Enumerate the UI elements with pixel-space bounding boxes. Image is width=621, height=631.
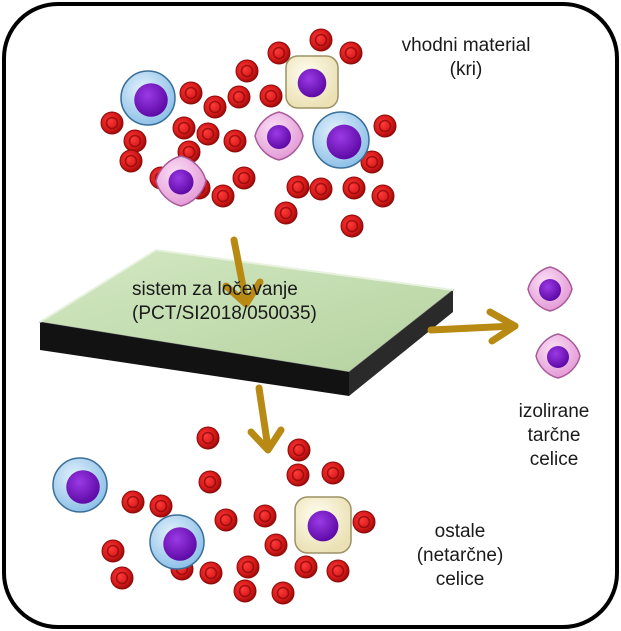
arrow-icon: [427, 308, 519, 345]
red-blood-cell-icon: [110, 566, 134, 590]
arrow-icon: [222, 236, 264, 308]
red-blood-cell-icon: [123, 129, 147, 153]
target-cell-icon: [527, 266, 573, 312]
red-blood-cell-icon: [309, 177, 333, 201]
red-blood-cell-icon: [101, 539, 125, 563]
red-blood-cell-icon: [309, 28, 333, 52]
chip-side-front: [40, 322, 349, 396]
isolated-cells-line3: celice: [529, 449, 579, 470]
red-blood-cell-icon: [259, 84, 283, 108]
white-blood-cell-icon: [312, 111, 370, 169]
red-blood-cell-icon: [340, 214, 364, 238]
other-cells-label: ostale (netarčne) celice: [402, 520, 518, 592]
red-blood-cell-icon: [287, 438, 311, 462]
chip-side-right: [349, 290, 453, 396]
input-material-label: vhodni material (kri): [386, 34, 546, 82]
red-blood-cell-icon: [198, 470, 222, 494]
white-blood-cell-icon: [149, 514, 205, 570]
red-blood-cell-icon: [172, 116, 196, 140]
red-blood-cell-icon: [232, 166, 256, 190]
white-blood-cell-icon: [120, 70, 176, 126]
target-cell-icon: [155, 155, 207, 207]
red-blood-cell-icon: [264, 533, 288, 557]
red-blood-cell-icon: [214, 508, 238, 532]
red-blood-cell-icon: [339, 41, 363, 65]
input-material-line1: vhodni material: [401, 35, 531, 56]
red-blood-cell-icon: [352, 510, 376, 534]
red-blood-cell-icon: [286, 463, 310, 487]
red-blood-cell-icon: [121, 490, 145, 514]
red-blood-cell-icon: [271, 581, 295, 605]
red-blood-cell-icon: [373, 114, 397, 138]
separation-system-line2: (PCT/SI2018/050035): [132, 303, 317, 324]
red-blood-cell-icon: [235, 59, 259, 83]
red-blood-cell-icon: [199, 561, 223, 585]
red-blood-cell-icon: [294, 555, 318, 579]
target-cell-icon: [254, 111, 304, 161]
other-cells-line3: celice: [435, 569, 485, 590]
red-blood-cell-icon: [227, 85, 251, 109]
other-cells-line1: ostale: [434, 521, 486, 542]
red-blood-cell-icon: [100, 111, 124, 135]
red-blood-cell-icon: [342, 176, 366, 200]
red-blood-cell-icon: [196, 122, 220, 146]
red-blood-cell-icon: [274, 201, 298, 225]
separation-system-line1: sistem za ločevanje: [132, 279, 298, 300]
red-blood-cell-icon: [326, 559, 350, 583]
red-blood-cell-icon: [223, 129, 247, 153]
isolated-cells-label: izolirane tarčne celice: [506, 400, 602, 472]
red-blood-cell-icon: [203, 95, 227, 119]
red-blood-cell-icon: [119, 149, 143, 173]
red-blood-cell-icon: [371, 184, 395, 208]
input-material-line2: (kri): [449, 59, 483, 80]
red-blood-cell-icon: [196, 426, 220, 450]
white-blood-cell-icon: [52, 457, 108, 513]
isolated-cells-line1: izolirane: [518, 401, 590, 422]
red-blood-cell-icon: [236, 555, 260, 579]
red-blood-cell-icon: [267, 41, 291, 65]
yellow-cell-icon: [285, 55, 339, 109]
red-blood-cell-icon: [149, 494, 173, 518]
red-blood-cell-icon: [233, 579, 257, 603]
target-cell-icon: [535, 333, 581, 379]
isolated-cells-line2: tarčne: [527, 425, 581, 446]
arrow-icon: [247, 384, 285, 454]
separation-chip: [38, 248, 455, 396]
red-blood-cell-icon: [211, 184, 235, 208]
yellow-cell-icon: [294, 496, 352, 554]
red-blood-cell-icon: [179, 81, 203, 105]
other-cells-line2: (netarčne): [416, 545, 504, 566]
red-blood-cell-icon: [321, 461, 345, 485]
red-blood-cell-icon: [253, 504, 277, 528]
separation-system-label: sistem za ločevanje (PCT/SI2018/050035): [132, 278, 362, 326]
red-blood-cell-icon: [286, 175, 310, 199]
red-blood-cell-icon: [360, 150, 384, 174]
